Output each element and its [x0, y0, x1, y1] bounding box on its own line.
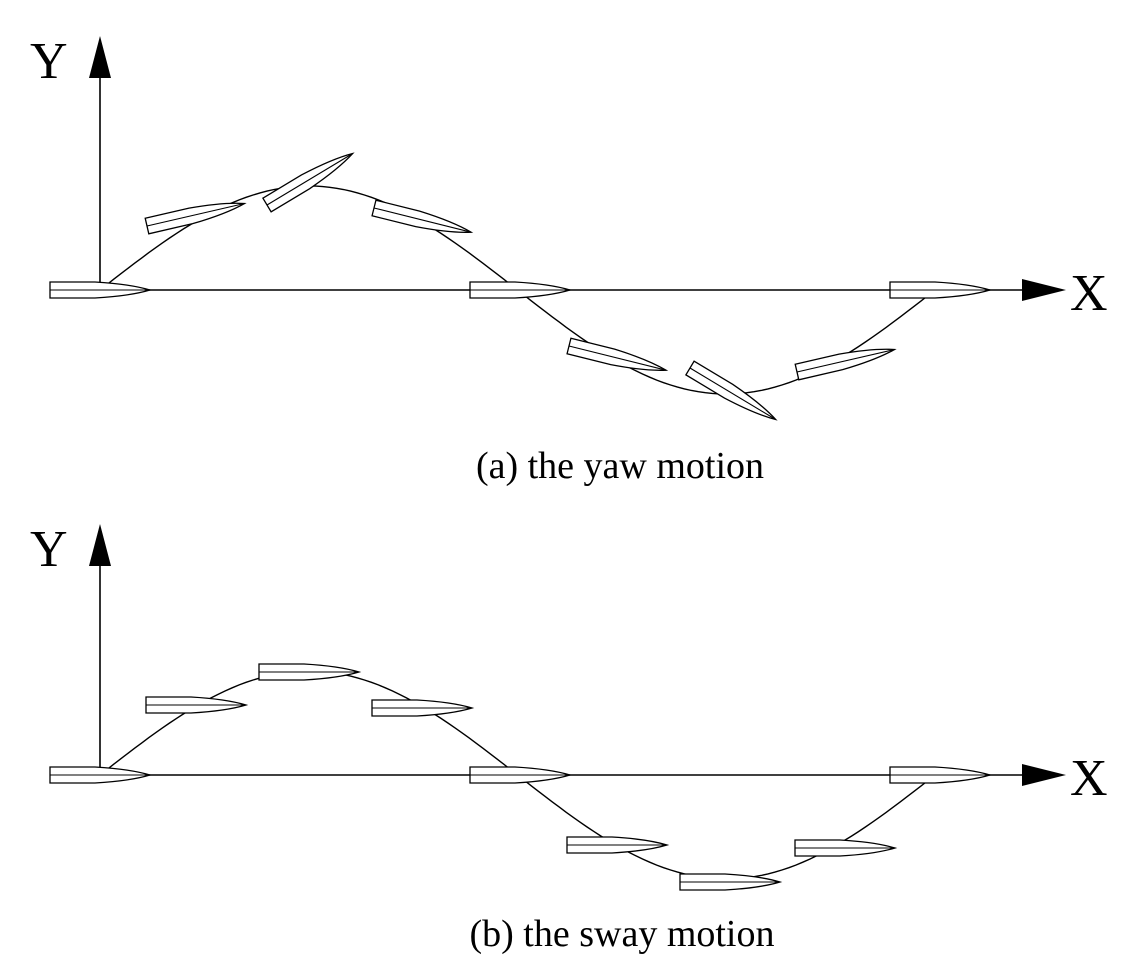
ship-icon — [566, 836, 668, 854]
ship-icon — [685, 360, 781, 428]
ship-icon — [258, 663, 360, 681]
ship-icon — [469, 766, 571, 784]
ship-icon — [679, 873, 781, 891]
ship-icon — [262, 145, 358, 213]
ship-positions — [49, 145, 991, 428]
x-axis-arrow-icon — [1022, 279, 1066, 301]
caption-yaw: (a) the yaw motion — [476, 445, 764, 487]
ship-icon — [794, 839, 896, 857]
panel-yaw: Y X (a) the yaw motion — [30, 33, 1108, 487]
ship-icon — [794, 341, 897, 381]
ship-icon — [889, 766, 991, 784]
ship-icon — [49, 281, 151, 299]
x-axis-label: X — [1070, 265, 1108, 322]
ship-icon — [371, 699, 473, 717]
panel-sway: Y X (b) the sway motion — [30, 521, 1108, 955]
ship-icon — [144, 195, 247, 235]
ship-icon — [566, 337, 669, 379]
ship-icon — [49, 766, 151, 784]
y-axis-arrow-icon — [89, 36, 111, 78]
y-axis-label: Y — [30, 521, 68, 578]
caption-sway: (b) the sway motion — [469, 913, 774, 955]
y-axis-label: Y — [30, 33, 68, 90]
ship-icon — [469, 281, 571, 299]
ship-positions — [49, 663, 991, 891]
ship-icon — [889, 281, 991, 299]
x-axis-arrow-icon — [1022, 764, 1066, 786]
x-axis-label: X — [1070, 750, 1108, 807]
ship-icon — [371, 199, 474, 241]
y-axis-arrow-icon — [89, 524, 111, 566]
ship-icon — [145, 696, 247, 714]
